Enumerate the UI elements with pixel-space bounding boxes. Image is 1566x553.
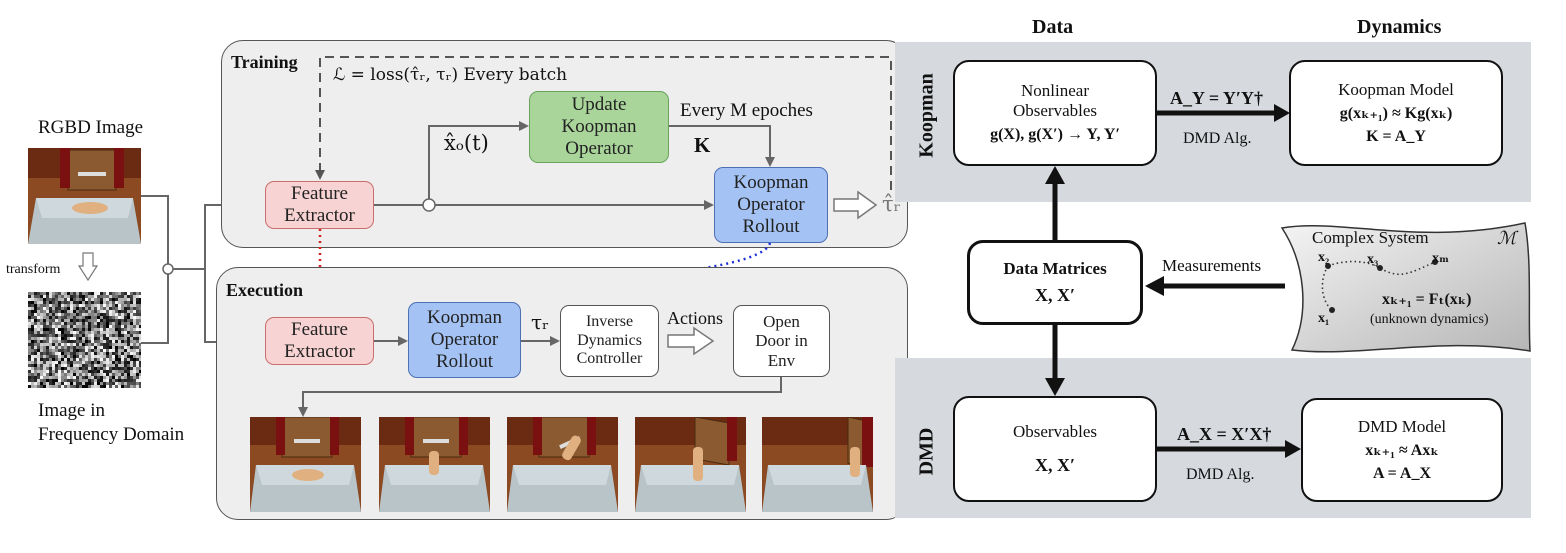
frequency-noise-picture xyxy=(28,292,141,388)
dmd-model-line1: DMD Model xyxy=(1357,416,1447,436)
data-matrices-box: Data Matrices X, X′ xyxy=(967,240,1143,325)
training-feature-extractor-line1: Feature xyxy=(291,183,348,205)
training-feature-extractor-line2: Extractor xyxy=(284,205,355,226)
execution-frame-4 xyxy=(635,417,746,512)
inverse-dynamics-line1: Inverse xyxy=(585,313,634,331)
measurements-label: Measurements xyxy=(1162,256,1262,275)
dmd-model-box: DMD Model xₖ₊₁ ≈ Axₖ A = A_X xyxy=(1301,398,1503,502)
execution-frame-1 xyxy=(250,417,361,512)
execution-frame-2 xyxy=(379,417,490,512)
unknown-dynamics-note: (unknown dynamics) xyxy=(1370,312,1489,327)
data-matrices-line1: Data Matrices xyxy=(1003,259,1107,279)
observables-line1: Observables xyxy=(1012,421,1098,441)
complex-system-manifold xyxy=(1280,222,1531,353)
nonlinear-obs-line1: Nonlinear xyxy=(1021,81,1089,101)
update-koopman-operator: Update Koopman Operator xyxy=(529,91,669,163)
frame-2-scene xyxy=(379,417,490,512)
update-koopman-line2: Koopman xyxy=(561,116,637,138)
open-door-line2: Door in xyxy=(755,331,808,351)
koopman-model-line3: K = A_Y xyxy=(1366,127,1426,145)
execution-feature-extractor: Feature Extractor xyxy=(265,317,374,365)
execution-koopman-rollout-line2: Operator xyxy=(430,329,499,351)
complex-system-title: Complex System xyxy=(1312,228,1429,247)
manifold-symbol: ℳ xyxy=(1497,228,1517,248)
system-equation: xₖ₊₁ = Fₜ(xₖ) xyxy=(1382,291,1472,308)
x1-label: x₁ xyxy=(1318,311,1330,326)
dmd-alg-bottom-label: DMD Alg. xyxy=(1186,466,1255,483)
koopman-model-line2: g(xₖ₊₁) ≈ Kg(xₖ) xyxy=(1339,105,1453,123)
observables-line2: X, X′ xyxy=(1034,455,1076,476)
loss-label: ℒ = loss(τ̂ᵣ, τᵣ) Every batch xyxy=(333,65,568,85)
training-koopman-rollout-line3: Rollout xyxy=(742,215,800,237)
transform-arrow-icon xyxy=(78,252,98,282)
dmd-model-line2: xₖ₊₁ ≈ Axₖ xyxy=(1365,442,1439,460)
update-koopman-line1: Update xyxy=(571,94,627,116)
frame-4-scene xyxy=(635,417,746,512)
frequency-image-label-2: Frequency Domain xyxy=(38,424,185,445)
rgbd-image-label: RGBD Image xyxy=(38,117,144,138)
frame-3-scene xyxy=(507,417,618,512)
inverse-dynamics-line3: Controller xyxy=(576,350,643,368)
execution-koopman-rollout-line1: Koopman xyxy=(427,307,502,329)
frame-1-scene xyxy=(250,417,361,512)
koopman-model-box: Koopman Model g(xₖ₊₁) ≈ Kg(xₖ) K = A_Y xyxy=(1289,60,1503,166)
training-koopman-rollout-line2: Operator xyxy=(737,194,805,216)
frequency-image xyxy=(28,292,141,388)
observables-box: Observables X, X′ xyxy=(953,396,1157,502)
frequency-image-label-1: Image in xyxy=(38,400,106,421)
open-door-in-env: Open Door in Env xyxy=(733,305,830,377)
x-hat-label: x̂ₒ(t) xyxy=(444,131,489,155)
koopman-equation: A_Y = Y′Y† xyxy=(1170,88,1263,108)
execution-koopman-rollout-line3: Rollout xyxy=(435,350,493,372)
execution-connectors xyxy=(298,326,782,417)
dmd-alg-top-label: DMD Alg. xyxy=(1183,130,1252,147)
dynamics-header: Dynamics xyxy=(1357,16,1442,38)
open-door-line3: Env xyxy=(767,350,796,370)
actions-label: Actions xyxy=(667,308,723,328)
execution-frame-3 xyxy=(507,417,618,512)
koopman-model-line1: Koopman Model xyxy=(1338,79,1454,99)
training-title: Training xyxy=(231,52,298,72)
training-koopman-rollout-line1: Koopman xyxy=(733,172,809,194)
every-m-epoches-label: Every M epoches xyxy=(680,100,813,121)
data-matrices-line2: X, X′ xyxy=(1034,284,1076,305)
k-matrix-label: K xyxy=(694,133,711,157)
training-koopman-rollout: Koopman Operator Rollout xyxy=(714,167,828,243)
dmd-model-line3: A = A_X xyxy=(1372,464,1431,482)
nonlinear-obs-line2: Observables xyxy=(1012,100,1098,120)
nonlinear-obs-line3: g(X), g(X′) → Y, Y′ xyxy=(990,126,1120,144)
transform-label: transform xyxy=(6,262,61,277)
execution-feature-extractor-line2: Extractor xyxy=(284,341,355,362)
frame-5-scene xyxy=(762,417,873,512)
data-header: Data xyxy=(1032,16,1074,38)
rgbd-scene-picture xyxy=(28,148,141,244)
inverse-dynamics-controller: Inverse Dynamics Controller xyxy=(560,305,659,377)
update-koopman-line3: Operator xyxy=(565,137,633,159)
x2-label: x₂ xyxy=(1318,250,1330,265)
execution-koopman-rollout: Koopman Operator Rollout xyxy=(408,302,521,378)
xm-label: xₘ xyxy=(1432,251,1450,266)
open-door-line1: Open xyxy=(763,311,800,331)
execution-feature-extractor-line1: Feature xyxy=(291,319,348,341)
execution-frame-5 xyxy=(762,417,873,512)
x3-label: x₃ xyxy=(1367,252,1379,267)
training-feature-extractor: Feature Extractor xyxy=(265,181,374,229)
tau-label: τᵣ xyxy=(531,310,550,334)
nonlinear-observables-box: Nonlinear Observables g(X), g(X′) → Y, Y… xyxy=(953,60,1157,166)
rgbd-image xyxy=(28,148,141,244)
dmd-equation: A_X = X′X† xyxy=(1177,424,1272,444)
execution-title: Execution xyxy=(226,280,304,300)
inverse-dynamics-line2: Dynamics xyxy=(577,331,642,349)
